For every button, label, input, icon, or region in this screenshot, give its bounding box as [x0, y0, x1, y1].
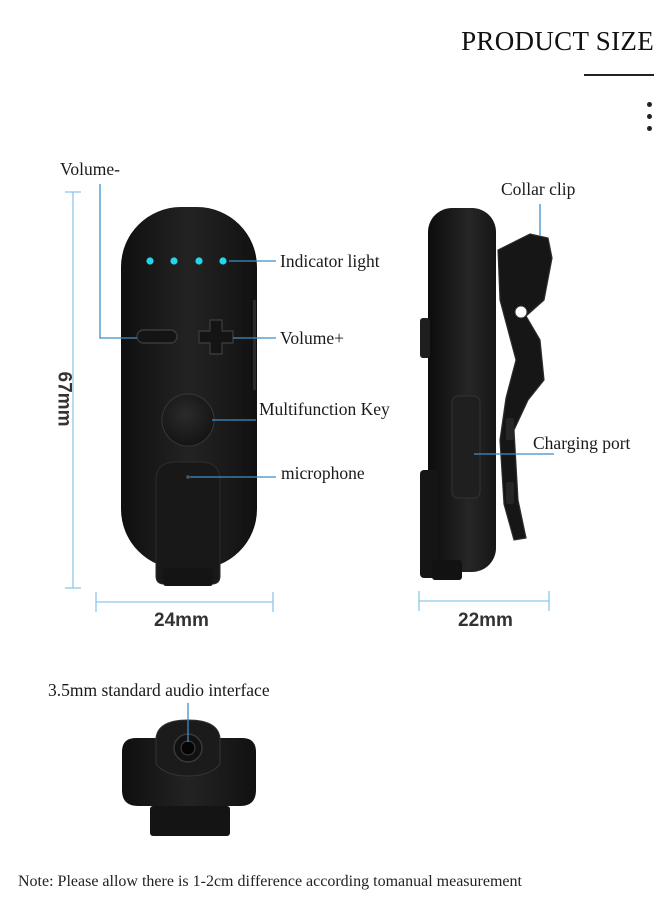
dimension-depth: 22mm [458, 610, 513, 631]
footer-note: Note: Please allow there is 1-2cm differ… [18, 873, 522, 890]
dimension-width: 24mm [154, 610, 209, 631]
label-microphone: microphone [281, 463, 365, 483]
multifunction-key [161, 393, 215, 447]
label-collar-clip: Collar clip [501, 179, 576, 199]
label-indicator-light: Indicator light [280, 251, 380, 271]
side-view-device [420, 208, 496, 580]
label-charging-port: Charging port [533, 433, 631, 453]
bottom-view-device [122, 719, 256, 836]
volume-plus-button [198, 319, 234, 355]
front-dimension-lines [65, 191, 274, 612]
label-volume-plus: Volume+ [280, 328, 344, 348]
label-audio-interface: 3.5mm standard audio interface [48, 680, 270, 700]
collar-clip [497, 233, 553, 541]
page-title: PRODUCT SIZE [461, 26, 654, 56]
more-options-icon [646, 102, 654, 138]
side-dimension-lines [418, 591, 550, 611]
front-leader-lines [99, 184, 276, 478]
front-view-device [121, 207, 257, 586]
label-volume-minus: Volume- [60, 159, 120, 179]
volume-minus-button [136, 329, 178, 344]
dimension-height: 67mm [53, 371, 75, 427]
indicator-leds [146, 257, 227, 265]
title-underline [584, 74, 654, 76]
label-multifunction-key: Multifunction Key [259, 399, 390, 419]
side-leader-lines [474, 204, 554, 455]
